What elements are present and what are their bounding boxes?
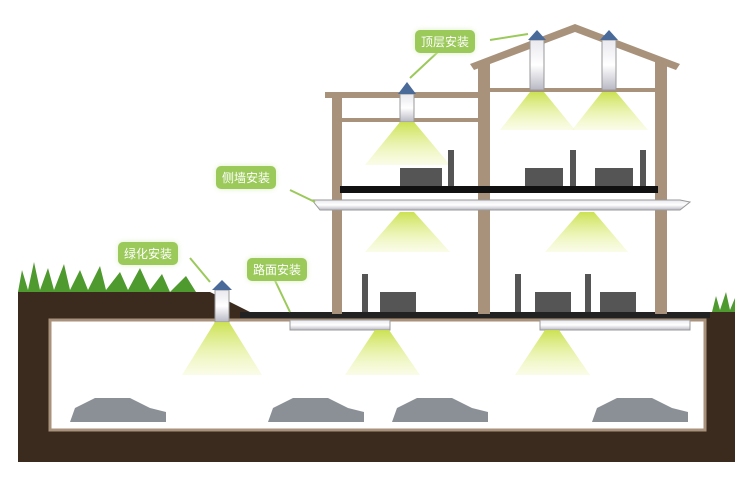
upper-floor-slab — [340, 186, 658, 193]
grass — [18, 262, 735, 312]
occupants — [362, 150, 646, 312]
light-pipes — [214, 39, 692, 331]
greenery-installation-label: 绿化安装 — [118, 242, 179, 265]
domes — [212, 30, 618, 290]
light-cones — [182, 92, 648, 375]
road-installation-label: 路面安装 — [247, 258, 308, 281]
roof-installation-label: 顶层安装 — [415, 30, 476, 53]
ground-slab — [240, 312, 710, 318]
cars — [70, 398, 688, 422]
side-wall-installation-label: 侧墙安装 — [216, 166, 277, 189]
